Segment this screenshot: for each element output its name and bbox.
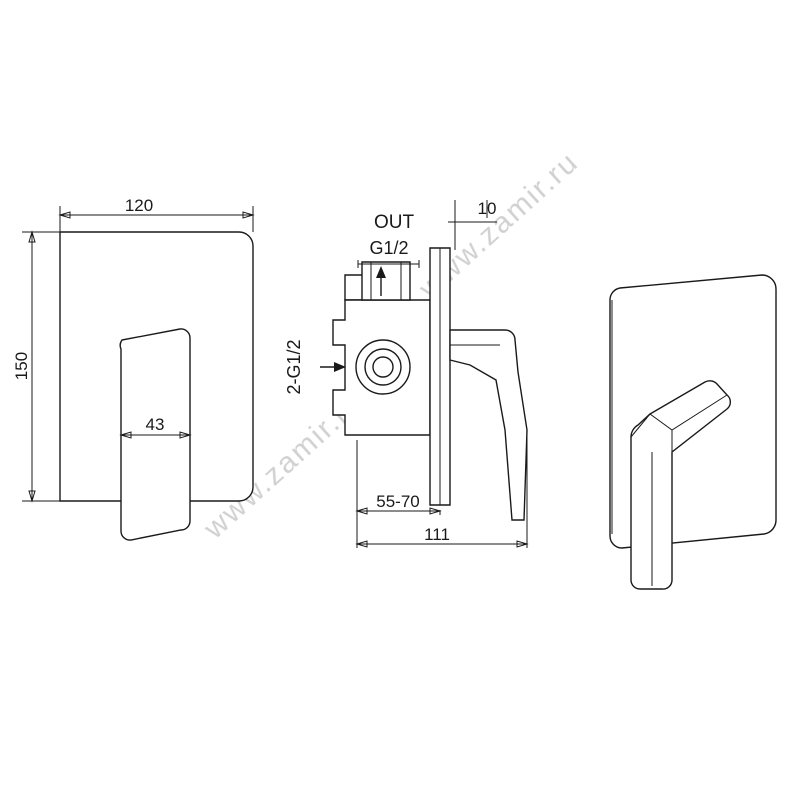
section-lever-profile xyxy=(449,329,528,521)
out-label-group: OUT G1/2 xyxy=(357,212,420,268)
inlet-label-group: 2-G1/2 xyxy=(284,339,304,394)
outlet-flow-arrow xyxy=(376,266,386,296)
dim-10-group: 10 xyxy=(448,199,497,250)
arrow-111-right xyxy=(516,540,529,548)
dim-label-43: 43 xyxy=(146,415,165,434)
dim-label-150: 150 xyxy=(12,352,31,380)
arrow-150-bottom xyxy=(28,490,36,503)
inlet-flow-arrow xyxy=(320,362,346,372)
section-bore-inner xyxy=(372,356,394,378)
label-out-thread: G1/2 xyxy=(369,238,408,258)
arrow-111-left xyxy=(355,540,368,548)
front-view-group xyxy=(59,231,254,541)
arrow-43-left xyxy=(119,431,132,439)
dim-150-group: 150 xyxy=(12,230,60,503)
dim-55-70-group: 55-70 xyxy=(355,440,442,515)
perspective-view-group xyxy=(609,274,777,590)
dim-label-55-70: 55-70 xyxy=(376,492,419,511)
arrow-120-left xyxy=(58,211,71,219)
arrow-5570-right xyxy=(429,507,442,515)
arrow-150-top xyxy=(28,230,36,243)
dim-43-group: 43 xyxy=(119,415,192,439)
dim-111-group: 111 xyxy=(355,435,529,548)
label-out: OUT xyxy=(374,212,415,233)
dim-120-group: 120 xyxy=(58,196,255,232)
section-outlet-spigot xyxy=(361,261,411,301)
dim-label-120: 120 xyxy=(125,196,153,215)
perspective-lever-facet-front xyxy=(630,413,651,438)
section-view-group xyxy=(320,247,528,521)
label-2-g12: 2-G1/2 xyxy=(284,339,304,394)
arrow-43-right xyxy=(179,431,192,439)
arrow-5570-left xyxy=(355,507,368,515)
dim-label-111: 111 xyxy=(424,525,450,544)
arrow-120-right xyxy=(242,211,255,219)
dim-label-10: 10 xyxy=(478,199,497,218)
